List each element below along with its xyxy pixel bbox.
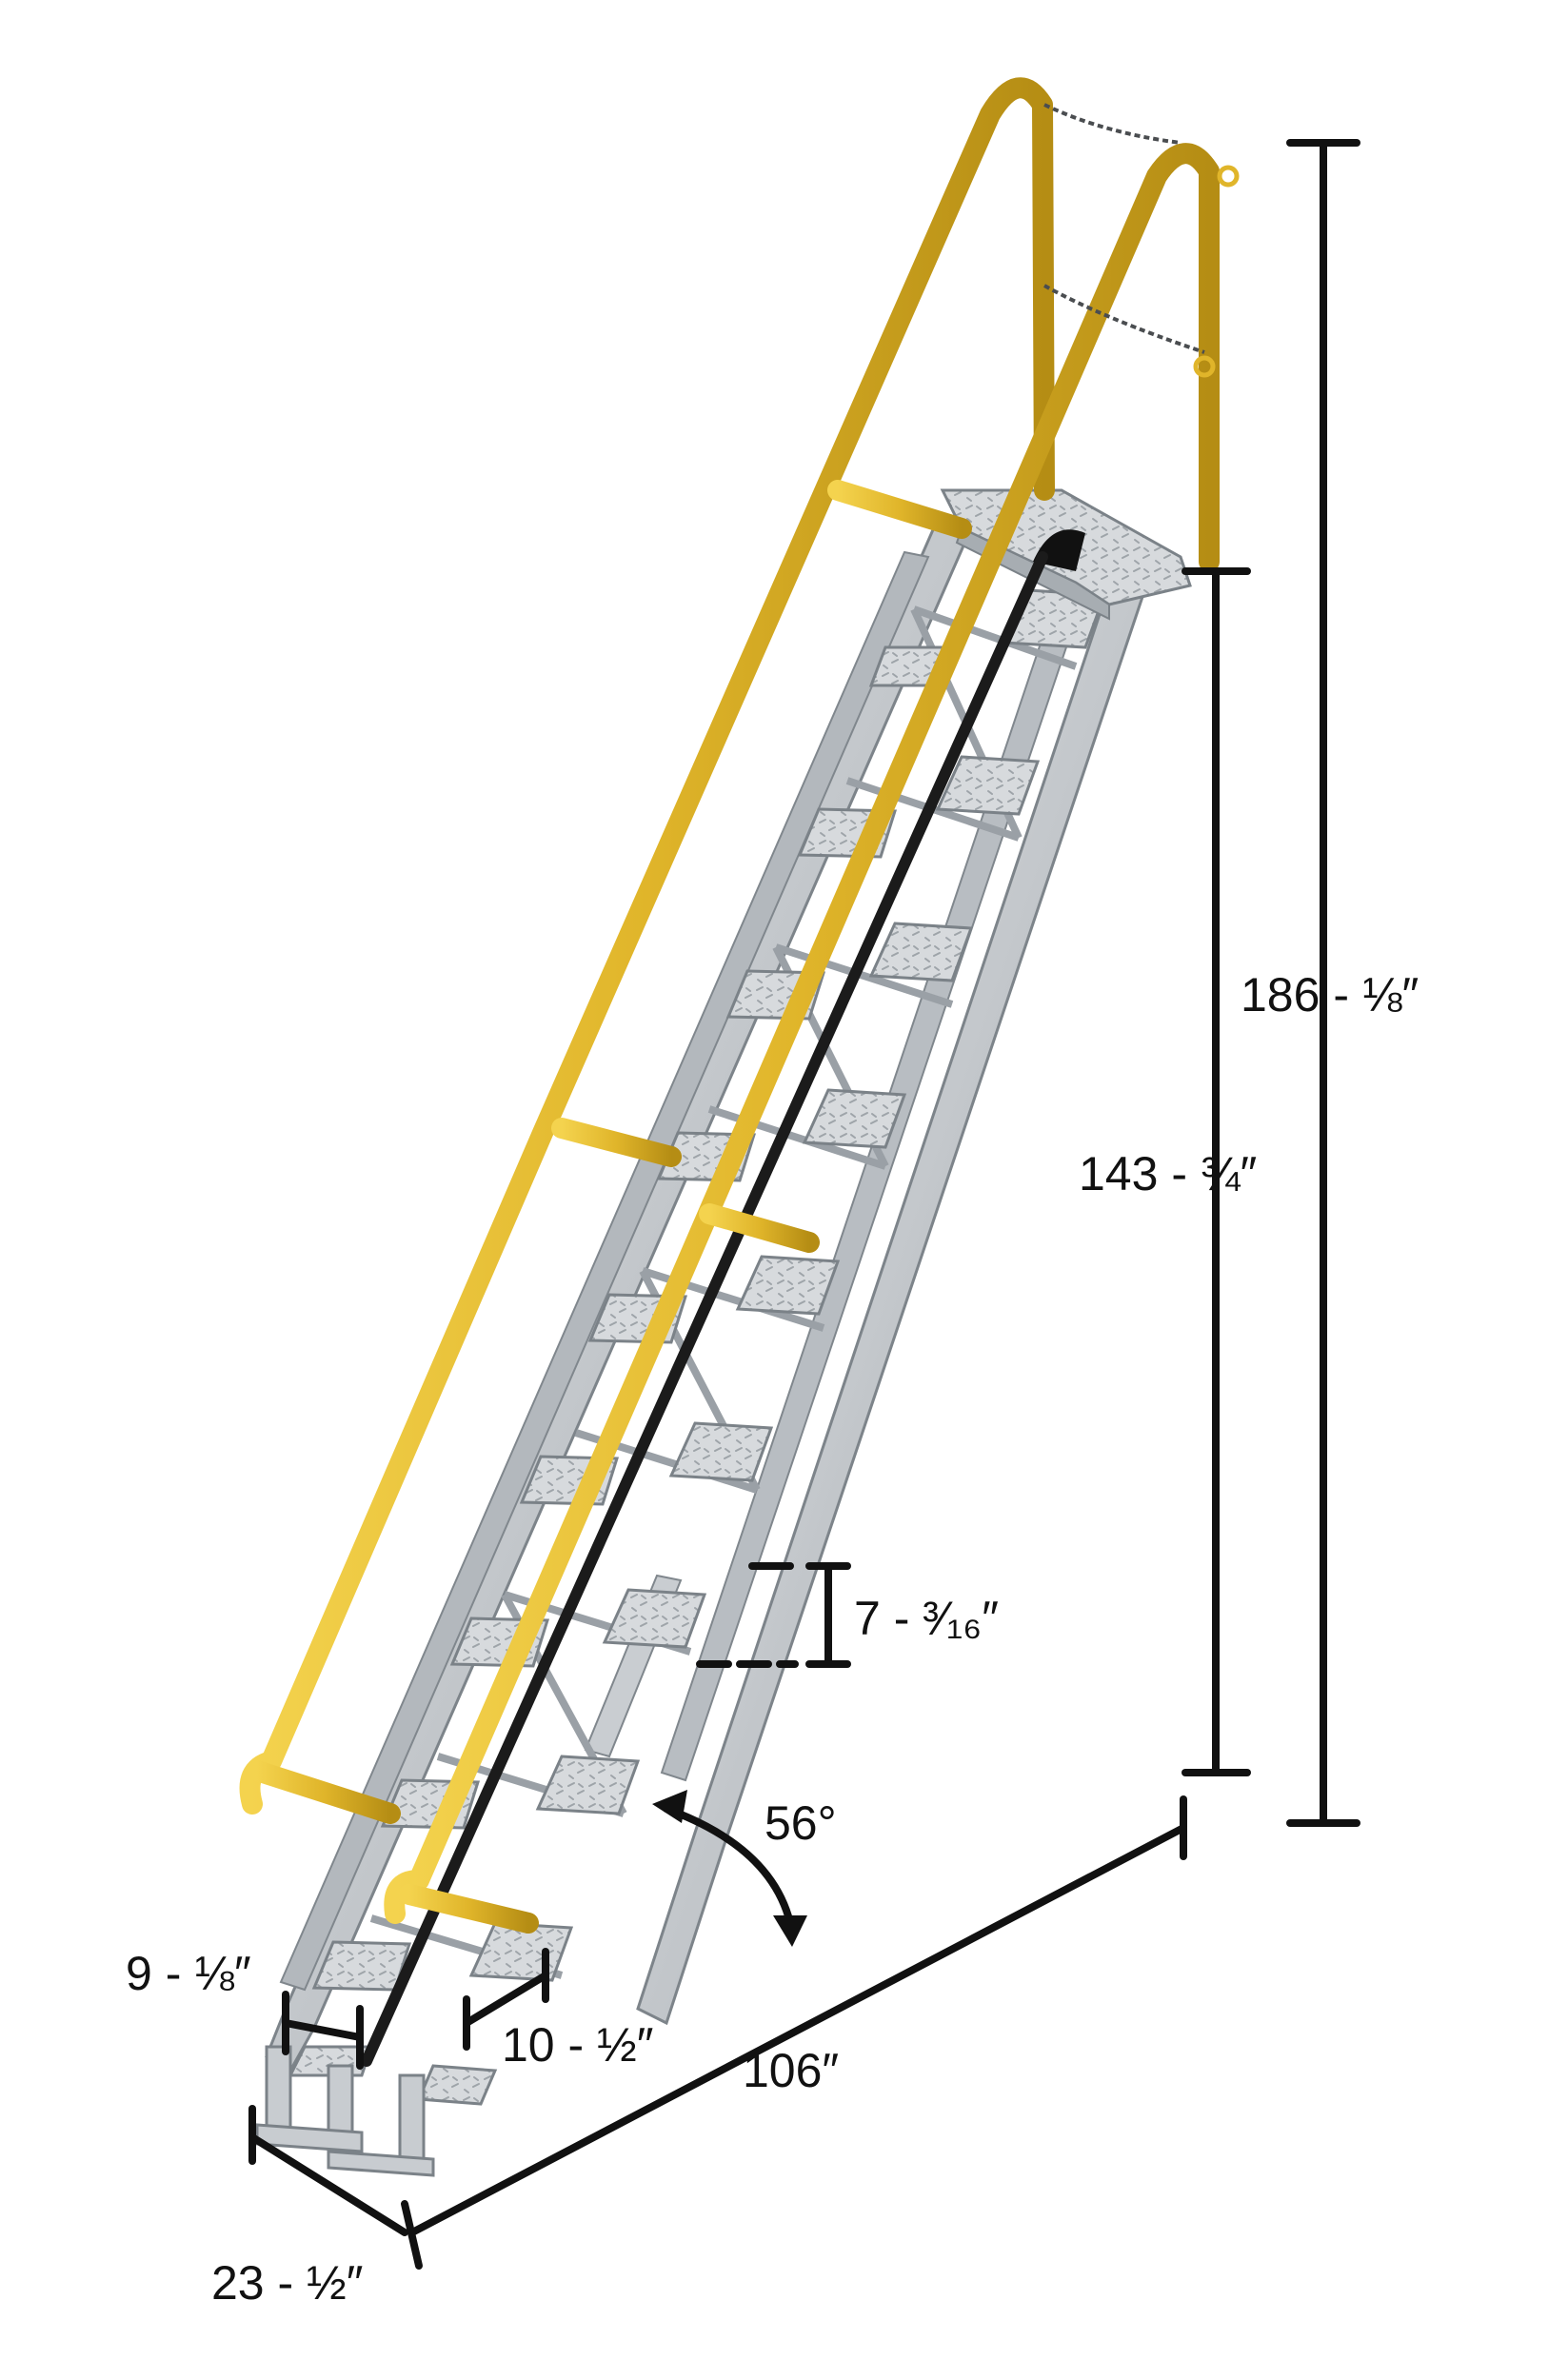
- base-width-label: 23 - ½″: [211, 2256, 363, 2310]
- tread-depth-label: 10 - ½″: [502, 2018, 653, 2072]
- dimension-labels: 186 - ⅛″ 143 - ¾″ 7 - ³⁄₁₆″ 56° 106″ 10 …: [126, 968, 1419, 2310]
- safety-chains: [1043, 103, 1205, 354]
- step-clearance-label: 9 - ⅛″: [126, 1947, 251, 2000]
- ladder-illustration: [239, 77, 1240, 2177]
- step-rise-label: 7 - ³⁄₁₆″: [854, 1592, 999, 1645]
- horizontal-run-label: 106″: [743, 2044, 839, 2097]
- platform-height-label: 143 - ¾″: [1079, 1147, 1257, 1200]
- overall-height-label: 186 - ⅛″: [1241, 968, 1419, 1021]
- center-handrail: [361, 551, 1048, 2067]
- chain-hooks: [1193, 165, 1240, 378]
- yellow-handrails: [239, 77, 1220, 1934]
- angle-arrow-icon: [652, 1790, 807, 1947]
- angle-label: 56°: [765, 1796, 837, 1850]
- dimension-lines: [248, 139, 1360, 2270]
